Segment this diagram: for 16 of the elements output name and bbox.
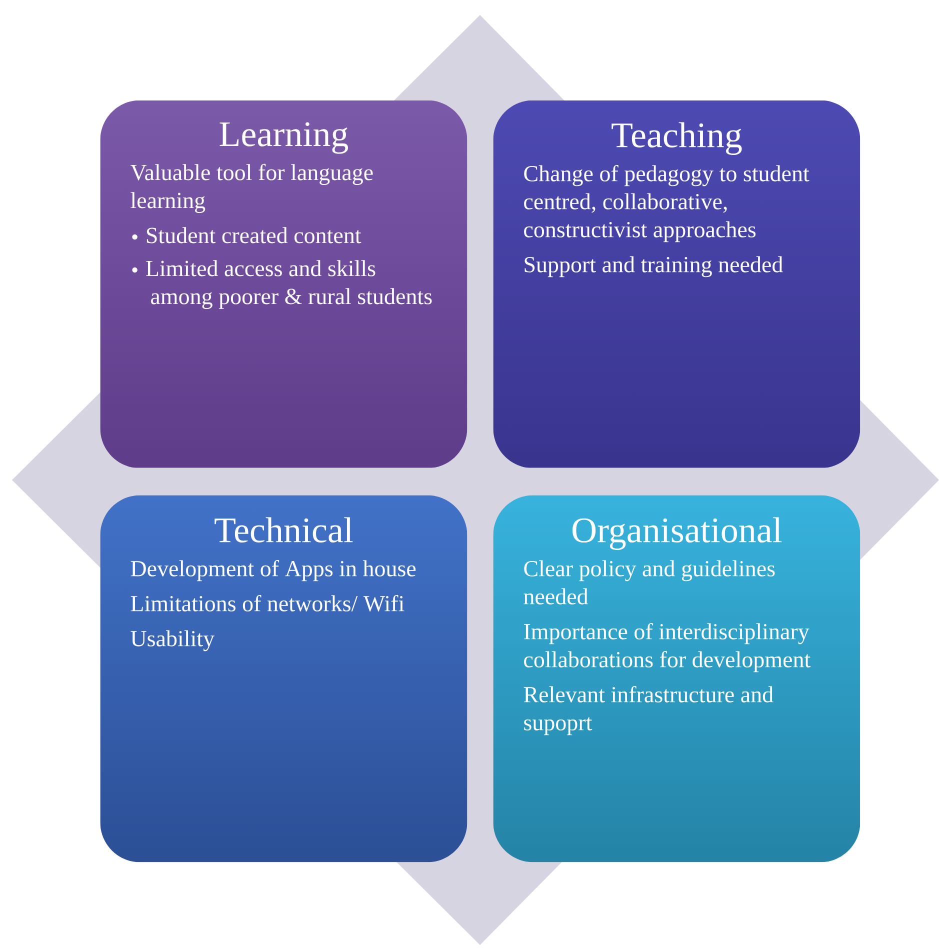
box-heading: Teaching (612, 122, 742, 155)
bullet-text: Student created content (146, 227, 362, 244)
body-text: Support and training needed (524, 256, 783, 278)
category-box (130, 122, 432, 309)
bullet-text: Limited access and skills among poorer & rural students (146, 260, 432, 309)
box-heading: Learning (220, 122, 348, 154)
body-text: Valuable tool for language learning (130, 164, 373, 213)
body-text: Development of Apps in house (130, 560, 416, 582)
body-text: Usability (130, 630, 214, 652)
body-text: Relevant infrastructure and supoprt (524, 686, 774, 736)
body-text: Importance of interdisciplinary collaborations for development (524, 622, 811, 672)
body-text: Clear policy and guidelines needed (524, 560, 775, 604)
box-heading: Organisational (572, 517, 782, 550)
body-text: Limitations of networks/ Wifi (130, 594, 404, 612)
box-heading: Technical (214, 517, 353, 543)
body-text: Change of pedagogy to student centred, collaborative, constructivist approaches (524, 164, 810, 242)
